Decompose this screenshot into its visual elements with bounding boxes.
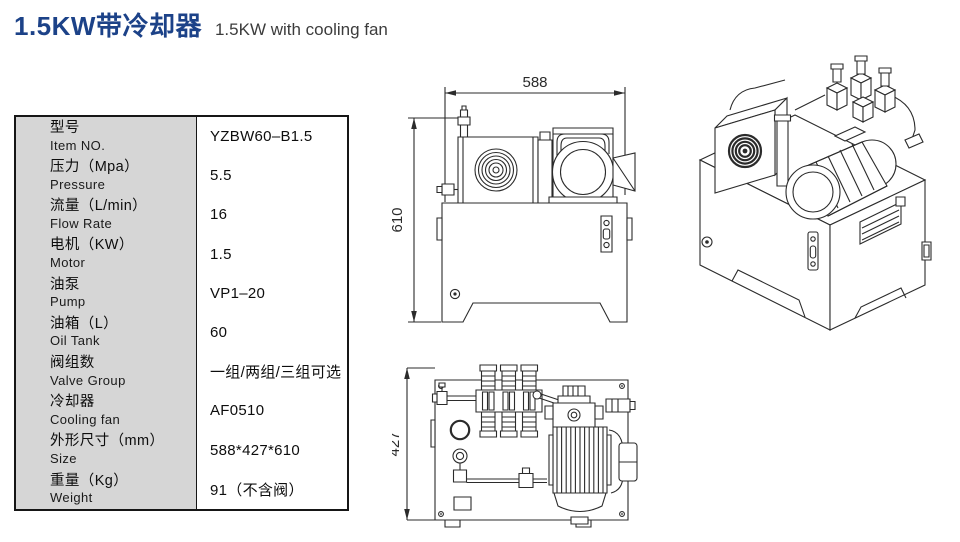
label-en: Pressure bbox=[50, 176, 106, 192]
foot-notch-right bbox=[855, 288, 906, 318]
inlet-pipe bbox=[433, 383, 477, 405]
label-en: Flow Rate bbox=[50, 215, 113, 231]
valve-manifold bbox=[433, 365, 543, 437]
page-title-en: 1.5KW with cooling fan bbox=[214, 20, 388, 39]
label-en: Motor bbox=[50, 255, 86, 271]
isometric-view-drawing bbox=[675, 50, 960, 340]
iso-valve-cube bbox=[875, 85, 895, 112]
spec-value-oil-tank: 60 bbox=[197, 312, 347, 353]
tank-handle-left bbox=[437, 218, 442, 240]
label-zh: 阀组数 bbox=[50, 354, 95, 371]
label-zh: 流量（L/min） bbox=[50, 198, 148, 215]
spec-label-item-no: 型号 Item NO. bbox=[16, 117, 197, 157]
iso-solenoid bbox=[879, 68, 891, 86]
label-zh: 外形尺寸（mm） bbox=[50, 433, 165, 450]
dimension-width-588: 588 bbox=[445, 74, 625, 202]
page-header: 1.5KW带冷却器 1.5KW with cooling fan bbox=[14, 6, 388, 43]
fan-top-fitting bbox=[458, 106, 470, 137]
spec-label-motor: 电机（KW） Motor bbox=[16, 234, 197, 274]
iso-valve-cube bbox=[853, 97, 873, 122]
spec-label-size: 外形尺寸（mm） Size bbox=[16, 430, 197, 470]
filler-cap bbox=[451, 421, 469, 439]
label-en: Weight bbox=[50, 490, 93, 506]
label-zh: 油泵 bbox=[50, 276, 80, 293]
iso-solenoid bbox=[831, 64, 843, 82]
iso-terminal-box bbox=[835, 127, 865, 141]
valve-block-1 bbox=[480, 365, 497, 437]
motor-top bbox=[533, 386, 637, 524]
valve-block-3 bbox=[521, 365, 538, 437]
iso-drain-plug bbox=[702, 237, 712, 247]
spec-value-motor: 1.5 bbox=[197, 234, 347, 274]
label-zh: 油箱（L） bbox=[50, 315, 119, 332]
spec-value-size: 588*427*610 bbox=[197, 430, 347, 470]
spec-label-oil-tank: 油箱（L） Oil Tank bbox=[16, 312, 197, 353]
label-en: Oil Tank bbox=[50, 333, 100, 349]
label-zh: 型号 bbox=[50, 119, 80, 136]
spec-value-pump: VP1–20 bbox=[197, 273, 347, 313]
iso-level-gauge bbox=[808, 232, 818, 270]
label-en: Valve Group bbox=[50, 372, 126, 388]
dimension-height-610: 610 bbox=[392, 118, 462, 322]
spec-value-valve-group: 一组/两组/三组可选 bbox=[197, 352, 347, 392]
spec-value-weight: 91（不含阀） bbox=[197, 469, 347, 509]
iso-tank bbox=[700, 115, 931, 330]
tank-front bbox=[437, 203, 632, 322]
oil-level-gauge bbox=[601, 216, 612, 252]
cooling-fan-unit bbox=[437, 106, 538, 203]
label-en: Size bbox=[50, 451, 77, 466]
iso-handle bbox=[922, 242, 931, 260]
iso-pump-column bbox=[775, 115, 791, 186]
spec-label-pump: 油泵 Pump bbox=[16, 273, 197, 313]
tank-handle-right bbox=[627, 218, 632, 240]
fan-side-valve bbox=[437, 184, 458, 195]
drain-plug bbox=[450, 289, 459, 298]
label-en: Cooling fan bbox=[50, 411, 121, 427]
spec-label-valve-group: 阀组数 Valve Group bbox=[16, 352, 197, 392]
motor-front bbox=[549, 128, 635, 203]
top-view-drawing: 427 bbox=[392, 340, 672, 540]
spec-value-pressure: 5.5 bbox=[197, 156, 347, 196]
fan-rings bbox=[475, 149, 517, 191]
dim-label-427: 427 bbox=[392, 431, 403, 456]
foot-notch-left bbox=[732, 270, 805, 317]
iso-clean-cover bbox=[860, 197, 905, 244]
spec-label-weight: 重量（Kg） Weight bbox=[16, 469, 197, 509]
label-en: Item NO. bbox=[50, 137, 106, 153]
spec-label-pressure: 压力（Mpa） Pressure bbox=[16, 156, 197, 196]
valve-block-2 bbox=[501, 365, 518, 437]
pipe bbox=[557, 134, 609, 170]
breather-fitting bbox=[453, 449, 547, 488]
pump-column bbox=[538, 132, 552, 203]
spec-value-item-no: YZBW60–B1.5 bbox=[197, 117, 347, 157]
dim-label-588: 588 bbox=[522, 74, 547, 91]
label-en: Pump bbox=[50, 294, 86, 310]
label-zh: 电机（KW） bbox=[50, 237, 134, 254]
motor-bell bbox=[554, 493, 606, 512]
iso-valve-cluster bbox=[730, 56, 923, 148]
motor-face-circle bbox=[561, 150, 606, 195]
page-title-zh: 1.5KW带冷却器 bbox=[14, 11, 202, 41]
motor-bracket bbox=[613, 153, 635, 191]
label-zh: 重量（Kg） bbox=[50, 472, 129, 489]
label-zh: 冷却器 bbox=[50, 394, 95, 411]
spec-value-flow-rate: 16 bbox=[197, 195, 347, 235]
iso-valve-cube bbox=[827, 83, 847, 110]
front-view-drawing: 588 610 bbox=[392, 74, 672, 335]
pipe bbox=[561, 138, 605, 170]
iso-outlet-fitting bbox=[905, 134, 923, 148]
iso-valve-cube bbox=[851, 73, 871, 100]
motor-base bbox=[549, 197, 617, 203]
spec-label-cooling-fan: 冷却器 Cooling fan bbox=[16, 391, 197, 431]
iso-solenoid bbox=[855, 56, 867, 74]
dim-label-610: 610 bbox=[392, 207, 406, 232]
spec-label-flow-rate: 流量（L/min） Flow Rate bbox=[16, 195, 197, 235]
label-zh: 压力（Mpa） bbox=[50, 159, 140, 175]
spec-table: 型号 Item NO. YZBW60–B1.5 压力（Mpa） Pressure… bbox=[14, 115, 349, 511]
dimension-depth-427: 427 bbox=[392, 368, 435, 520]
spec-value-cooling-fan: AF0510 bbox=[197, 391, 347, 431]
iso-motor bbox=[786, 127, 896, 219]
